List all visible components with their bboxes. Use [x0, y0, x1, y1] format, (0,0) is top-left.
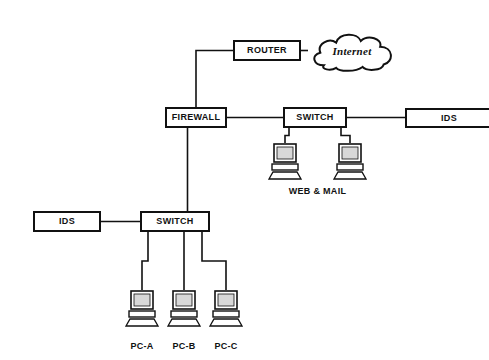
computer-icons: [164, 290, 204, 327]
internet-cloud: Internet: [308, 30, 396, 72]
keyboard: [269, 172, 301, 179]
screen: [342, 147, 358, 159]
switch-box: SWITCH: [283, 107, 347, 128]
monitor: [131, 291, 153, 309]
node-label: PC-C: [214, 341, 237, 352]
network-link: [227, 117, 283, 119]
network-link: [285, 128, 350, 143]
system-unit: [129, 311, 155, 317]
pc-node: PC-C: [206, 290, 246, 352]
node-label: SWITCH: [296, 112, 333, 123]
computer-icon: [333, 143, 367, 180]
network-link: [196, 51, 233, 108]
node-label: ROUTER: [247, 45, 287, 56]
network-link: [187, 128, 189, 211]
system-unit: [213, 311, 239, 317]
screen: [134, 294, 150, 306]
monitor: [215, 291, 237, 309]
network-link: [301, 50, 308, 52]
keyboard: [168, 319, 200, 326]
server-group: WEB & MAIL: [255, 143, 380, 197]
monitor: [274, 144, 296, 162]
network-link: [101, 221, 140, 223]
switch-box: SWITCH: [140, 211, 210, 232]
node-label: IDS: [59, 216, 75, 227]
computer-icons: [206, 290, 246, 327]
screen: [176, 294, 192, 306]
node-label: PC-A: [130, 341, 153, 352]
node-label: IDS: [441, 113, 457, 124]
computer-icon: [125, 290, 159, 327]
computer-icons: [255, 143, 380, 180]
node-label: SWITCH: [156, 216, 193, 227]
system-unit: [337, 164, 363, 170]
network-link: [142, 232, 148, 290]
router-box: ROUTER: [233, 40, 301, 61]
monitor: [339, 144, 361, 162]
node-label: FIREWALL: [172, 112, 220, 123]
ids-box: IDS: [33, 211, 101, 232]
network-link: [202, 232, 226, 290]
system-unit: [272, 164, 298, 170]
keyboard: [334, 172, 366, 179]
network-link: [183, 232, 185, 290]
monitor: [173, 291, 195, 309]
system-unit: [171, 311, 197, 317]
computer-icon: [209, 290, 243, 327]
node-label: PC-B: [172, 341, 195, 352]
computer-icon: [268, 143, 302, 180]
pc-node: PC-B: [164, 290, 204, 352]
firewall-box: FIREWALL: [165, 107, 227, 128]
network-link: [347, 117, 405, 119]
keyboard: [210, 319, 242, 326]
computer-icons: [122, 290, 162, 327]
screen: [218, 294, 234, 306]
ids-box: IDS: [405, 108, 489, 128]
pc-node: PC-A: [122, 290, 162, 352]
computer-icon: [167, 290, 201, 327]
node-label: WEB & MAIL: [289, 186, 347, 197]
node-label: Internet: [332, 46, 371, 57]
keyboard: [126, 319, 158, 326]
screen: [277, 147, 293, 159]
